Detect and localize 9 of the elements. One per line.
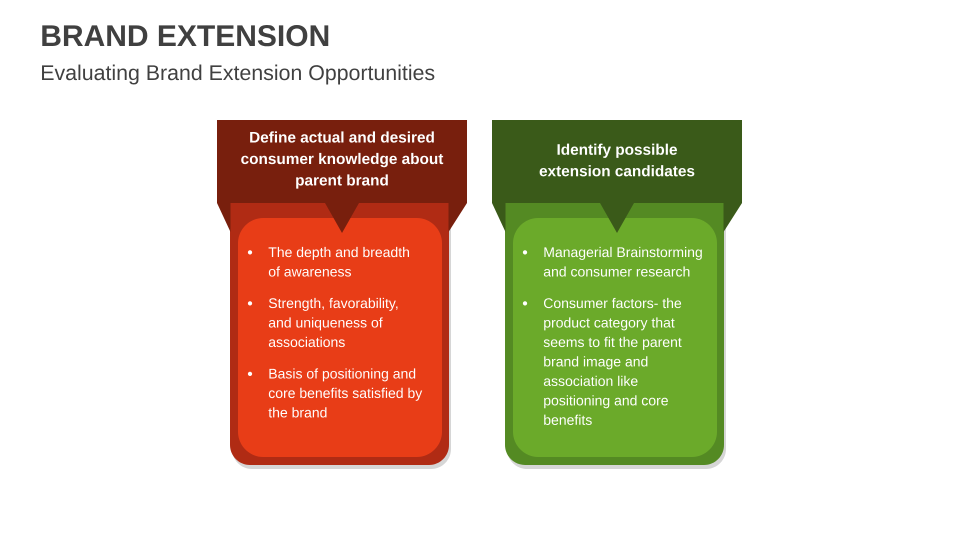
bullet-text: Strength, favorability, and uniqueness of associations [268, 298, 398, 348]
slide-subtitle: Evaluating Brand Extension Opportunities [42, 64, 434, 84]
heading-banner: Identify possible extension candidates [492, 120, 742, 233]
heading-banner: Define actual and desired consumer knowledge about parent brand [217, 120, 467, 233]
bullet-text: The depth and breadth of awareness [268, 246, 409, 277]
bullet-text: Basis of positioning and core benefits satisfied by the brand [268, 368, 422, 418]
slide-title: BRAND EXTENSION [42, 25, 328, 46]
bullet-text: Consumer factors- the product category that seems to fit the parent brand image and association like positioning and core benefits [544, 298, 682, 425]
bullet-text: Managerial Brainstorming and consumer research [544, 246, 702, 277]
